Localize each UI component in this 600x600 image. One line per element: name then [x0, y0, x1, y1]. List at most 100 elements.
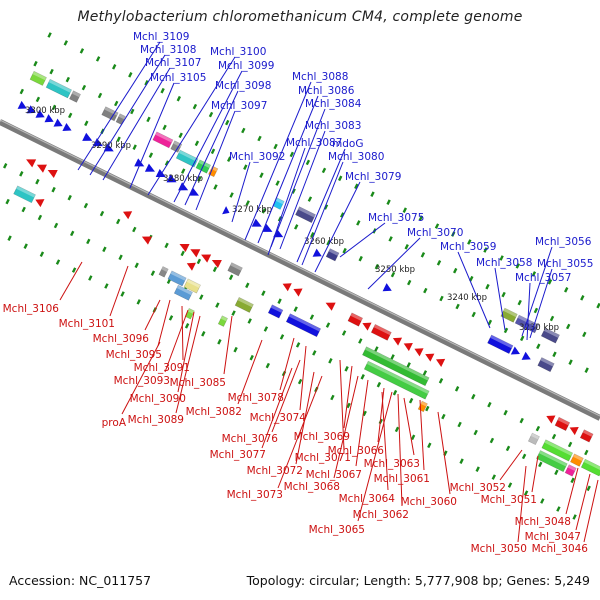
top-leader-line: [257, 95, 319, 244]
lane-dot: [279, 334, 285, 340]
bottom-gene-label: Mchl_3076: [222, 433, 279, 445]
gene-block: [347, 312, 363, 327]
lane-dot: [501, 291, 506, 298]
bottom-gene-label: Mchl_3067: [306, 469, 362, 481]
gene-arrow: [17, 100, 27, 109]
lane-dot: [249, 354, 254, 361]
gene-block-shine: [503, 308, 518, 318]
gene-block: [564, 464, 577, 477]
bottom-leader-line: [343, 365, 353, 429]
gene-block: [295, 206, 316, 224]
gene-block-shine: [187, 308, 195, 314]
gene-arrow-right: [62, 122, 72, 132]
lane-dot: [354, 183, 359, 190]
gene-block: [537, 357, 555, 373]
lane-dot: [570, 477, 575, 484]
gene-arrow: [144, 163, 155, 172]
gene-arrow-left: [201, 254, 212, 263]
lane-dot: [37, 214, 43, 221]
gene-arrow-right: [312, 248, 322, 257]
bottom-gene-label: Mchl_3046: [532, 543, 589, 555]
lane-dot: [457, 421, 462, 428]
gene-block-shine: [178, 150, 199, 162]
top-leader-line: [173, 70, 243, 203]
top-leader-line: [195, 110, 236, 211]
gene-block-shine: [328, 248, 340, 256]
bottom-leader-line: [175, 315, 201, 414]
kbp-mark-label: 3300 kbp: [25, 106, 65, 116]
bottom-leader-line: [59, 261, 83, 301]
bottom-leader-line: [177, 311, 195, 393]
gene-block-shine: [155, 131, 173, 143]
gene-block-shine: [366, 361, 430, 394]
gene-block-shine: [540, 357, 555, 367]
lane-dot: [227, 156, 232, 162]
gene-arrow: [436, 358, 446, 367]
lane-dot: [394, 426, 400, 433]
gene-arrow-left: [26, 159, 37, 168]
bottom-gene-label: Mchl_3093: [114, 375, 170, 387]
gene-arrow: [521, 351, 531, 360]
bottom-gene-label: Mchl_3095: [106, 349, 162, 361]
gene-block: [362, 346, 430, 387]
bottom-gene-label: Mchl_3060: [401, 496, 457, 508]
gene-arrow: [569, 427, 579, 436]
gene-block: [536, 450, 568, 473]
genome-title: Methylobacterium chloromethanicum CM4, c…: [77, 9, 523, 25]
kbp-mark-label: 3260 kbp: [304, 237, 344, 247]
gene-block-body: [45, 78, 72, 99]
lane-dot: [199, 294, 204, 300]
lane-dot: [554, 469, 559, 476]
gene-block: [527, 432, 540, 446]
gene-block-shine: [420, 401, 428, 407]
bottom-leader-line: [531, 455, 539, 493]
label-leader-lines: [59, 41, 599, 543]
lane-dot: [67, 194, 72, 201]
lane-dot: [521, 453, 527, 460]
lane-dot: [245, 282, 250, 289]
bottom-gene-label: Mchl_3106: [3, 303, 60, 315]
gene-block: [173, 284, 193, 301]
gene-block-shine: [118, 113, 126, 120]
lane-dot: [423, 287, 428, 294]
bottom-gene-label: Mchl_3072: [247, 465, 303, 477]
gene-block-shine: [16, 185, 36, 198]
gene-arrow-right: [44, 114, 54, 123]
lane-dot: [289, 151, 294, 158]
gene-block: [580, 458, 600, 477]
lane-dot: [505, 445, 511, 452]
lane-dot: [427, 442, 432, 449]
lane-dot: [310, 232, 315, 238]
lane-dot: [229, 192, 234, 198]
lane-dot: [473, 429, 478, 436]
bottom-gene-label: Mchl_3052: [450, 482, 506, 494]
lane-dot: [180, 250, 185, 257]
bottom-gene-label: Mchl_3062: [353, 509, 409, 521]
bottom-gene-label: Mchl_3085: [170, 377, 226, 389]
lane-dot: [184, 323, 190, 329]
gene-block-body: [564, 464, 577, 477]
gene-arrow-left: [190, 249, 201, 258]
lane-dot: [420, 252, 426, 258]
bottom-leader-line: [144, 299, 161, 331]
gene-block-shine: [71, 90, 81, 98]
lane-dot: [307, 196, 313, 202]
lane-dot: [520, 335, 525, 342]
bottom-leader-line: [157, 299, 171, 347]
gene-block-body: [527, 432, 540, 446]
gene-block-body: [536, 450, 568, 473]
lane-dot: [584, 449, 589, 456]
lane-dot: [47, 32, 52, 38]
lane-dot: [459, 458, 464, 464]
top-gene-label: Mchl_3105: [150, 72, 206, 84]
bottom-leader-line: [575, 473, 591, 531]
lane-dot: [217, 339, 222, 345]
lane-dot: [162, 124, 167, 131]
lane-dot: [487, 401, 492, 408]
gene-arrow: [26, 159, 37, 168]
gene-block-shine: [32, 71, 47, 81]
gene-arrow-left: [325, 302, 336, 311]
bottom-gene-label: Mchl_3074: [250, 412, 307, 424]
lane-dot: [63, 40, 68, 46]
